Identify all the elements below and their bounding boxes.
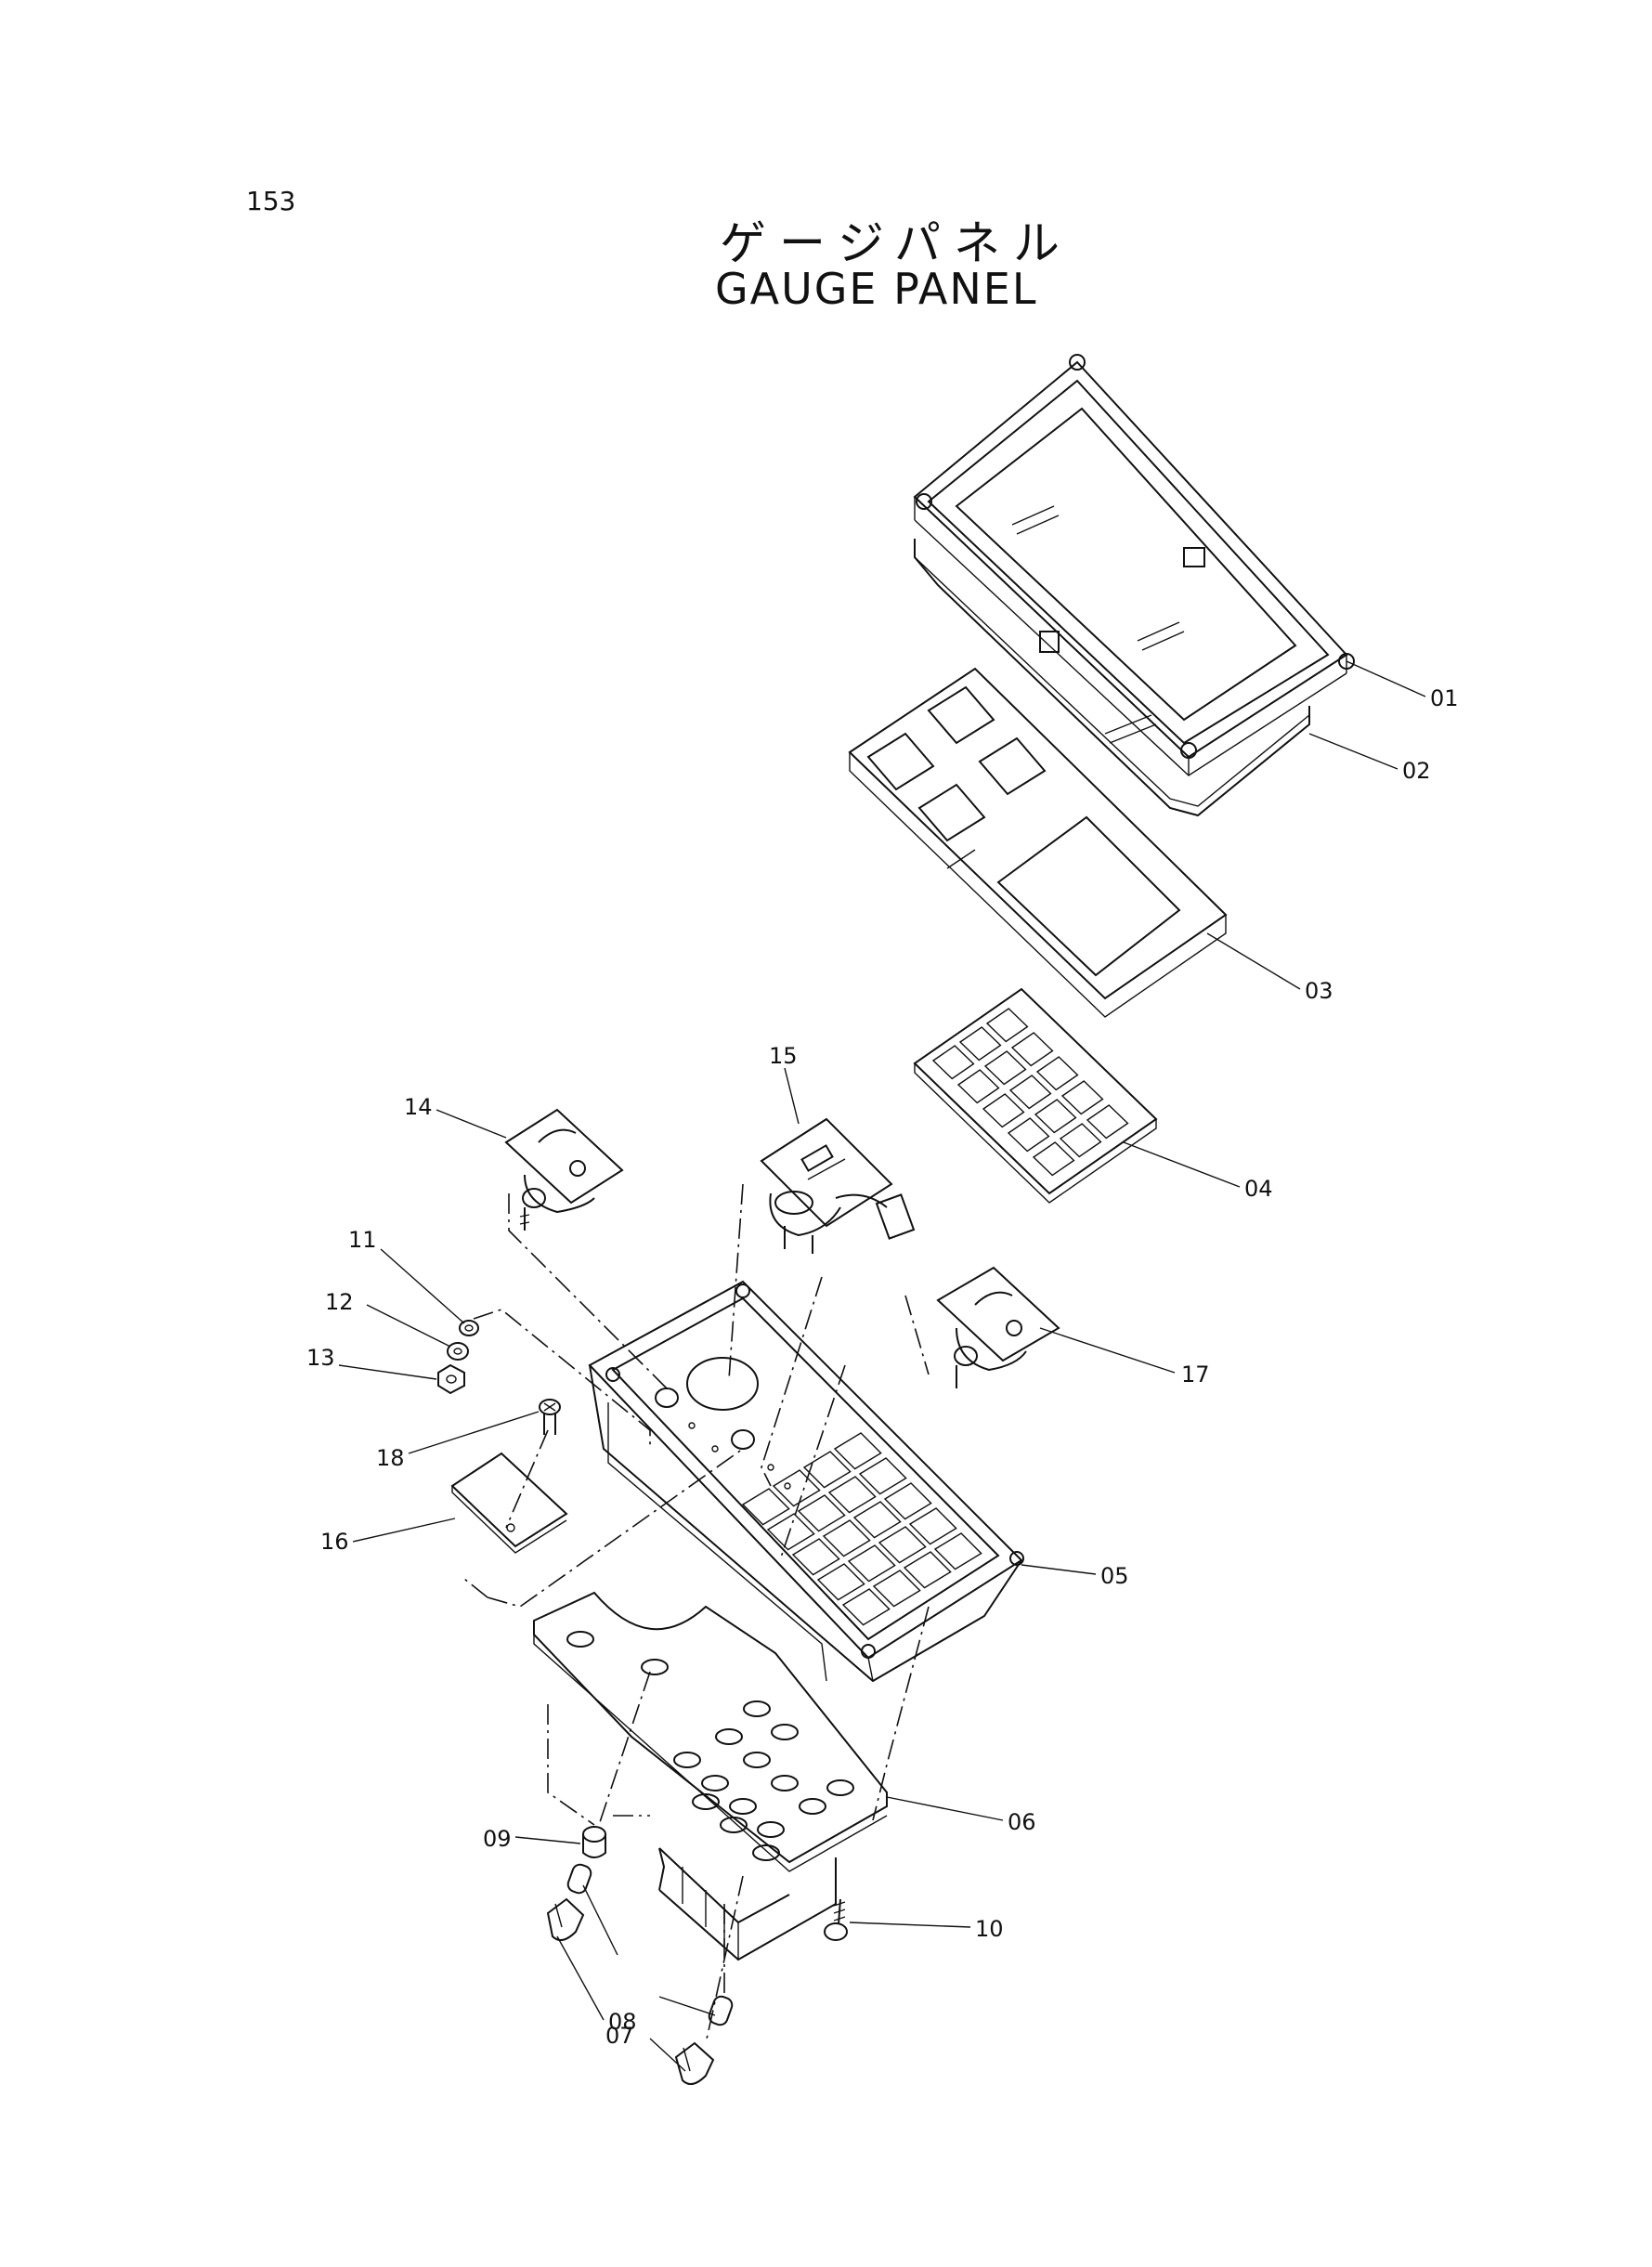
case-cell	[822, 1519, 871, 1557]
lens-cell	[1010, 1032, 1054, 1067]
lens-cell	[1035, 1056, 1079, 1091]
plate-hole	[701, 1775, 729, 1791]
lens-cell	[956, 1069, 1000, 1104]
label-part-16: 16	[320, 1529, 349, 1555]
case-cell	[827, 1476, 877, 1514]
lens-cell	[1086, 1104, 1129, 1140]
plate-hole	[771, 1775, 799, 1791]
plate-hole	[715, 1728, 743, 1745]
case-cell	[883, 1482, 932, 1520]
label-part-05: 05	[1100, 1563, 1129, 1589]
case-cell	[766, 1513, 815, 1551]
lens-cell	[982, 1093, 1025, 1128]
label-part-17: 17	[1181, 1362, 1210, 1388]
plate-hole	[692, 1793, 720, 1810]
part-15-gauge-connector	[760, 1117, 916, 1254]
assembly-center-lines	[463, 1183, 930, 2044]
part-14-gauge	[504, 1108, 624, 1231]
case-cell	[802, 1451, 852, 1489]
label-part-13: 13	[306, 1345, 335, 1371]
lens-cell	[958, 1026, 1002, 1062]
part-01-bezel-frame	[913, 354, 1355, 776]
lens-cell	[1032, 1141, 1075, 1177]
part-07-socket	[546, 1897, 715, 2085]
title-japanese: ゲージパネル	[720, 216, 1073, 270]
title-english: GAUGE PANEL	[715, 264, 1038, 314]
label-part-04: 04	[1244, 1176, 1273, 1202]
lens-cell	[931, 1045, 975, 1080]
part-number-labels: 01 02 03 04 05 06 07 08 09 10 11 12 13 1…	[306, 685, 1459, 2049]
part-11-washer	[459, 1320, 479, 1336]
case-cell	[833, 1432, 882, 1470]
case-cell	[841, 1588, 891, 1626]
label-part-14: 14	[404, 1094, 433, 1120]
case-cell	[908, 1507, 957, 1545]
plate-hole	[826, 1779, 854, 1796]
case-cell	[791, 1538, 840, 1576]
lens-cell	[1034, 1099, 1077, 1134]
case-cell	[816, 1563, 865, 1601]
case-cell	[741, 1488, 790, 1526]
part-17-gauge	[936, 1266, 1060, 1388]
part-02-back-plate	[914, 539, 1310, 817]
case-cell	[797, 1494, 846, 1532]
label-part-02: 02	[1402, 758, 1431, 784]
label-part-03: 03	[1305, 978, 1333, 1004]
lens-cell	[985, 1008, 1029, 1043]
part-09-lens-cap	[582, 1826, 606, 1858]
lens-cell	[1007, 1117, 1050, 1153]
page-number: 153	[246, 186, 296, 216]
lens-cell	[1059, 1123, 1102, 1158]
part-06-circuit-plate	[533, 1591, 888, 1961]
case-cell	[933, 1532, 982, 1570]
part-10-tapping-screw	[824, 1898, 848, 1941]
label-part-15: 15	[769, 1043, 798, 1069]
case-cell	[847, 1544, 896, 1583]
plate-hole	[566, 1631, 594, 1648]
lens-cell	[983, 1050, 1027, 1086]
part-12-spring-washer	[447, 1342, 469, 1361]
leader-lines	[338, 660, 1426, 2072]
label-part-09: 09	[483, 1826, 512, 1852]
case-cell	[772, 1469, 821, 1507]
plate-hole	[743, 1700, 771, 1717]
part-03-window-frame	[848, 667, 1228, 1018]
case-cell	[878, 1526, 927, 1564]
case-cell	[852, 1501, 902, 1539]
part-18-screw	[539, 1399, 561, 1435]
lens-cell	[1060, 1080, 1104, 1115]
part-05-main-case	[588, 1280, 1024, 1683]
plate-hole	[743, 1752, 771, 1768]
part-13-nut	[437, 1363, 465, 1395]
plate-hole	[641, 1659, 669, 1675]
plate-hole	[729, 1798, 757, 1815]
plate-hole	[673, 1752, 701, 1768]
label-part-10: 10	[975, 1916, 1004, 1942]
label-part-08: 08	[608, 2009, 637, 2035]
part-08-bulb	[566, 1863, 734, 2026]
lens-cell	[1008, 1075, 1052, 1110]
label-part-11: 11	[348, 1227, 377, 1253]
case-cell	[903, 1551, 952, 1589]
part-04-grid-lens	[913, 987, 1158, 1204]
plate-hole	[771, 1724, 799, 1740]
plate-hole	[757, 1821, 785, 1838]
case-cell	[858, 1457, 907, 1495]
plate-hole	[752, 1844, 780, 1861]
plate-hole	[799, 1798, 826, 1815]
label-part-12: 12	[325, 1289, 354, 1315]
part-16-cover-plate	[450, 1452, 568, 1554]
label-part-18: 18	[376, 1445, 405, 1471]
case-cell	[872, 1570, 921, 1608]
label-part-01: 01	[1430, 685, 1459, 711]
label-part-07: 07	[605, 2023, 634, 2049]
label-part-06: 06	[1008, 1809, 1036, 1835]
plate-hole	[720, 1817, 748, 1833]
